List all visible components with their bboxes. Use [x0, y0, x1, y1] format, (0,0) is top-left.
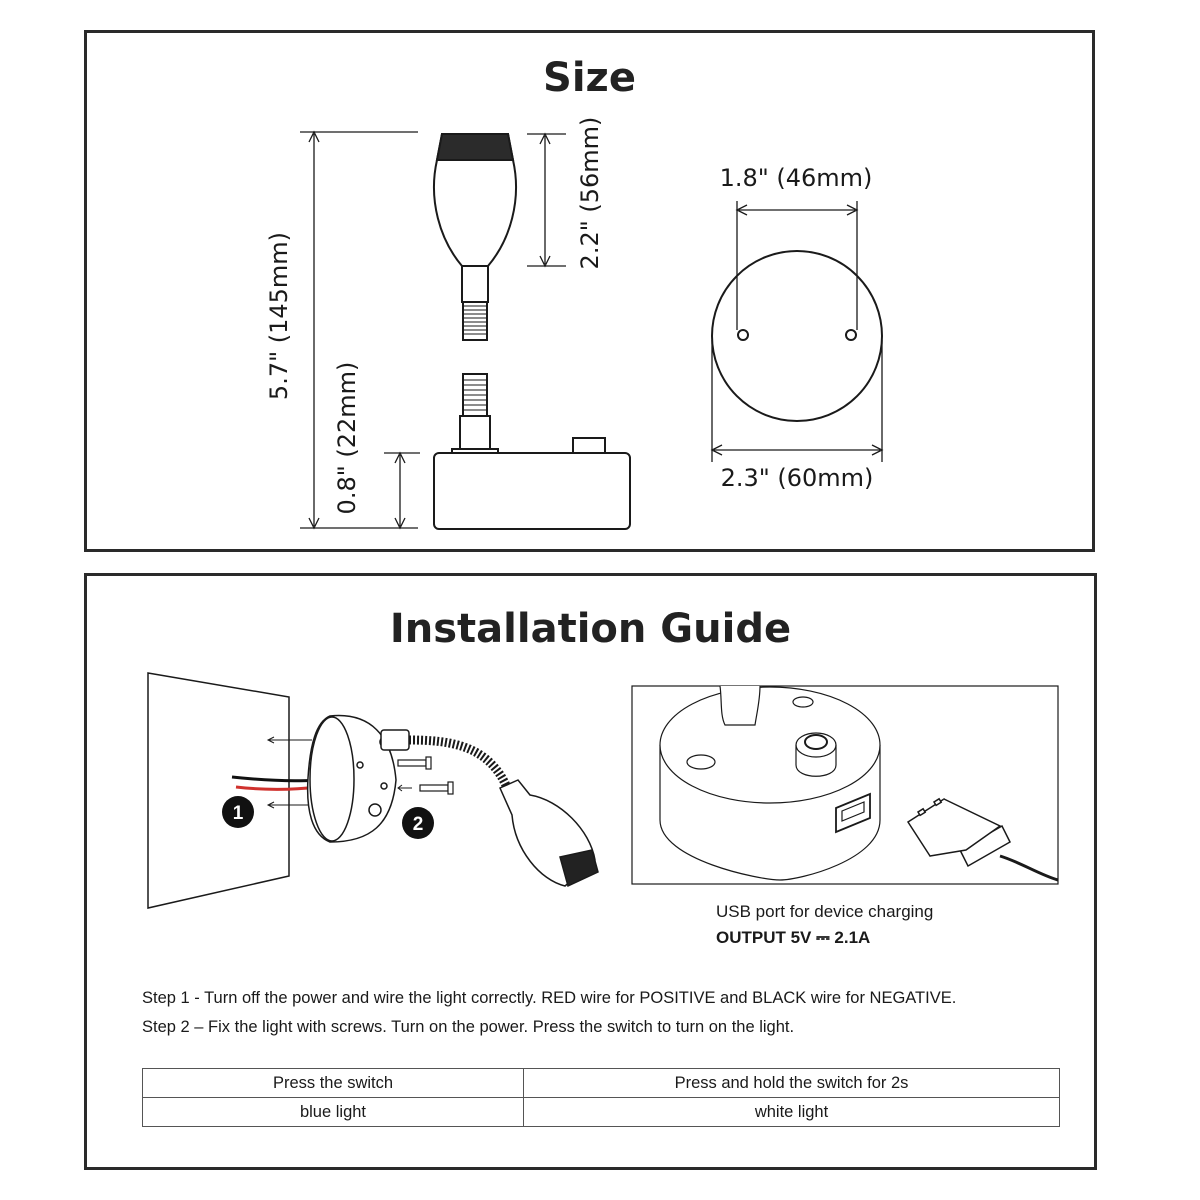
table-row: Press the switch Press and hold the swit… — [142, 1068, 1060, 1098]
usb-caption-line1: USB port for device charging — [716, 902, 934, 921]
lamp-mount-icon — [306, 714, 410, 843]
screw-icon — [397, 756, 454, 795]
step-1-marker-label: 1 — [233, 803, 244, 824]
step-1-marker: 1 — [222, 796, 254, 828]
wall-illustration — [147, 672, 290, 909]
lamp-head-angled-icon — [499, 779, 599, 888]
step-1: Step 1 - Turn off the power and wire the… — [142, 989, 957, 1007]
usb-caption-line2: OUTPUT 5V ⎓ 2.1A — [716, 928, 871, 947]
step-2-marker: 2 — [402, 807, 434, 839]
head-length-label: 2.2" (56mm) — [576, 117, 604, 270]
hole-spacing-label: 1.8" (46mm) — [720, 164, 873, 192]
table-row: blue light white light — [142, 1097, 1060, 1127]
install-title: Installation Guide — [389, 606, 792, 652]
size-title: Size — [543, 55, 636, 101]
lamp-head-icon — [433, 133, 517, 341]
table-header-cell: Press and hold the switch for 2s — [523, 1068, 1060, 1098]
usb-plug-icon — [906, 797, 1059, 882]
usb-caption: USB port for device charging OUTPUT 5V ⎓… — [716, 899, 933, 951]
usb-detail-illustration — [631, 685, 1059, 885]
gooseneck-icon — [408, 735, 513, 792]
lamp-base-icon — [433, 373, 631, 530]
total-height-label: 5.7" (145mm) — [265, 232, 293, 400]
table-cell: blue light — [142, 1097, 524, 1127]
mode-table: Press the switch Press and hold the swit… — [142, 1068, 1060, 1127]
base-diameter-label: 2.3" (60mm) — [721, 464, 874, 492]
base-height-label: 0.8" (22mm) — [333, 362, 361, 515]
base-top-view-icon — [711, 250, 883, 422]
step-2: Step 2 – Fix the light with screws. Turn… — [142, 1018, 795, 1036]
step-2-marker-label: 2 — [413, 814, 424, 835]
table-cell: white light — [523, 1097, 1060, 1127]
